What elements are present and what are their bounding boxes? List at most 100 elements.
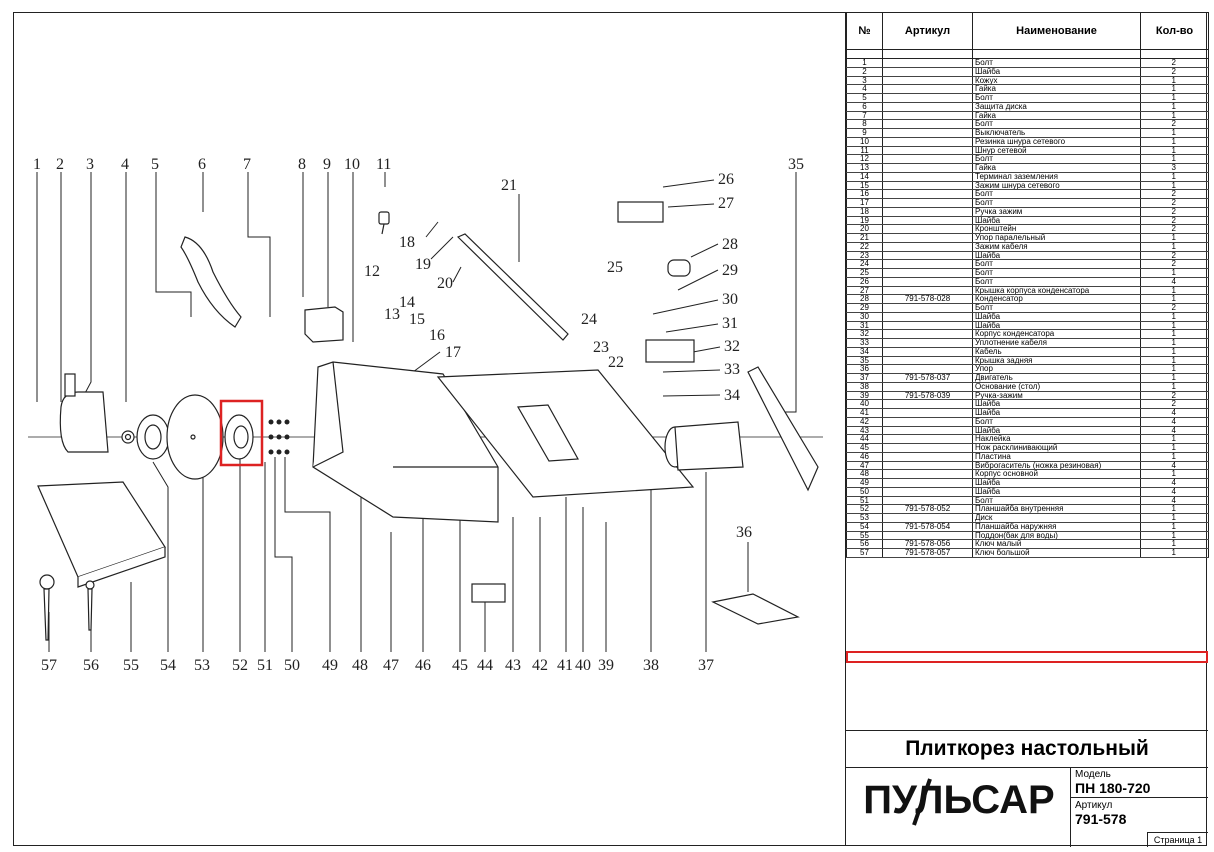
- cell-num: 15: [846, 181, 883, 191]
- callout-43: 43: [505, 657, 521, 674]
- cell-qty: 1: [1140, 312, 1209, 322]
- power-plug: [378, 211, 390, 235]
- cell-name: Основание (стол): [972, 382, 1141, 392]
- cell-qty: 1: [1140, 128, 1209, 138]
- product-title: Плиткорез настольный: [846, 731, 1208, 768]
- cell-num: 49: [846, 478, 883, 488]
- cell-article: [882, 452, 973, 462]
- cell-num: 1: [846, 58, 883, 68]
- cell-name: Болт: [972, 189, 1141, 199]
- cell-qty: 1: [1140, 443, 1209, 453]
- model-label: Модель: [1075, 769, 1111, 780]
- cell-qty: 2: [1140, 399, 1209, 409]
- callout-1: 1: [33, 156, 41, 173]
- cell-name: Шайба: [972, 399, 1141, 409]
- cell-article: [882, 321, 973, 331]
- cell-num: 40: [846, 399, 883, 409]
- cutting-disc: [166, 394, 224, 480]
- cell-qty: 1: [1140, 504, 1209, 514]
- cell-article: [882, 487, 973, 497]
- cell-qty: 1: [1140, 172, 1209, 182]
- cell-name: Болт: [972, 93, 1141, 103]
- capacitor-parts: [617, 201, 695, 363]
- callout-40: 40: [575, 657, 591, 674]
- callout-31: 31: [722, 315, 738, 332]
- cell-num: 33: [846, 338, 883, 348]
- cell-article: [882, 478, 973, 488]
- cell-article: [882, 137, 973, 147]
- header-name: Наименование: [972, 12, 1141, 50]
- header-qty: Кол-во: [1140, 12, 1209, 50]
- cell-qty: 1: [1140, 146, 1209, 156]
- cell-qty: 2: [1140, 391, 1209, 401]
- cell-article: [882, 146, 973, 156]
- cell-article: [882, 181, 973, 191]
- cell-num: 38: [846, 382, 883, 392]
- highlight-box-52: [219, 399, 264, 467]
- callout-20: 20: [437, 275, 453, 292]
- callout-7: 7: [243, 156, 251, 173]
- label-plate: [471, 583, 506, 603]
- switch-block: [304, 306, 344, 343]
- cell-name: Болт: [972, 58, 1141, 68]
- callout-21: 21: [501, 177, 517, 194]
- cell-name: Шайба: [972, 487, 1141, 497]
- cell-article: [882, 76, 973, 86]
- cell-name: Резинка шнура сетевого: [972, 137, 1141, 147]
- cell-num: 14: [846, 172, 883, 182]
- exploded-diagram: 1 2 3 4 5 6 7 8 9 10 11 35 57: [28, 156, 823, 674]
- callout-28: 28: [722, 236, 738, 253]
- cell-qty: 1: [1140, 513, 1209, 523]
- callout-32: 32: [724, 338, 740, 355]
- callout-36: 36: [736, 524, 752, 541]
- cell-num: 37: [846, 373, 883, 383]
- cell-num: 19: [846, 216, 883, 226]
- cell-article: [882, 154, 973, 164]
- callout-27: 27: [718, 195, 734, 212]
- callout-10: 10: [344, 156, 360, 173]
- callout-8: 8: [298, 156, 306, 173]
- cell-name: Планшайба внутренняя: [972, 504, 1141, 514]
- cell-name: Гайка: [972, 163, 1141, 173]
- cell-qty: 2: [1140, 198, 1209, 208]
- cell-num: 46: [846, 452, 883, 462]
- cell-num: 30: [846, 312, 883, 322]
- callout-16: 16: [429, 327, 445, 344]
- cell-article: [882, 329, 973, 339]
- callout-56: 56: [83, 657, 99, 674]
- callout-33: 33: [724, 361, 740, 378]
- cell-article: [882, 531, 973, 541]
- callout-15: 15: [409, 311, 425, 328]
- cell-name: Шайба: [972, 67, 1141, 77]
- cell-num: 18: [846, 207, 883, 217]
- inner-flange: [224, 414, 254, 460]
- wrenches: [39, 574, 95, 641]
- callout-6: 6: [198, 156, 206, 173]
- cell-qty: 1: [1140, 469, 1209, 479]
- model-value: ПН 180-720: [1075, 780, 1151, 796]
- cell-qty: 4: [1140, 478, 1209, 488]
- cell-name: Болт: [972, 417, 1141, 427]
- cell-num: 9: [846, 128, 883, 138]
- cell-num: 53: [846, 513, 883, 523]
- callout-55: 55: [123, 657, 139, 674]
- cell-name: Ручка зажим: [972, 207, 1141, 217]
- cell-name: Корпус конденсатора: [972, 329, 1141, 339]
- article-label: Артикул: [1075, 800, 1113, 811]
- cell-name: Крышка корпуса конденсатора: [972, 286, 1141, 296]
- cell-name: Болт: [972, 119, 1141, 129]
- callout-30: 30: [722, 291, 738, 308]
